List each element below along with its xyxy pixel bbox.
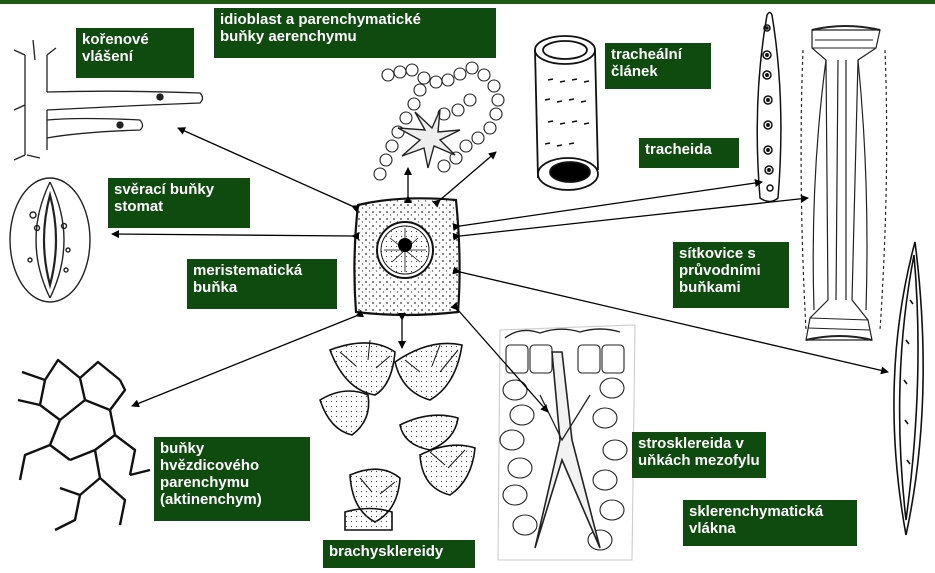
meristematic-cell-drawing bbox=[354, 198, 459, 315]
stellate-parenchyma-drawing bbox=[18, 360, 150, 530]
sieve-tube-drawing bbox=[801, 26, 887, 340]
label-astrosclereid: strosklereida v uňkách mezofylu bbox=[632, 432, 766, 478]
label-sieve-tube: sítkovice s průvodními buňkami bbox=[673, 242, 789, 308]
stomata-drawing bbox=[10, 178, 90, 302]
arrow-to-astrosclereid bbox=[458, 310, 548, 412]
astrosclereid-mesophyll-drawing bbox=[498, 325, 635, 560]
vessel-member-drawing bbox=[535, 36, 598, 190]
tracheid-drawing bbox=[757, 13, 781, 202]
label-tracheid: tracheida bbox=[639, 138, 739, 168]
label-idioblast-aerenchyma: idioblast a parenchymatické buňky aerenc… bbox=[214, 8, 496, 58]
label-brachysclereids: brachysklereidy bbox=[323, 540, 475, 568]
label-stellate-parenchyma: buňky hvězdicového parenchymu (aktinench… bbox=[154, 437, 310, 521]
arrow-to-sieve-tube bbox=[460, 198, 808, 236]
arrow-to-stomata bbox=[112, 234, 352, 236]
brachysclereids-drawing bbox=[320, 340, 475, 530]
arrow-to-stellate bbox=[132, 316, 356, 406]
sclerenchyma-fiber-drawing bbox=[894, 242, 923, 535]
label-tracheal-element: tracheální článek bbox=[605, 43, 711, 89]
arrow-to-vessel bbox=[440, 152, 496, 200]
label-sclerenchyma-fibers: sklerenchymatická vlákna bbox=[683, 500, 857, 546]
label-root-hairs: kořenové vlášení bbox=[76, 28, 194, 78]
label-guard-cells: svěrací buňky stomat bbox=[108, 178, 250, 228]
label-meristematic-cell: meristematická buňka bbox=[187, 259, 337, 309]
